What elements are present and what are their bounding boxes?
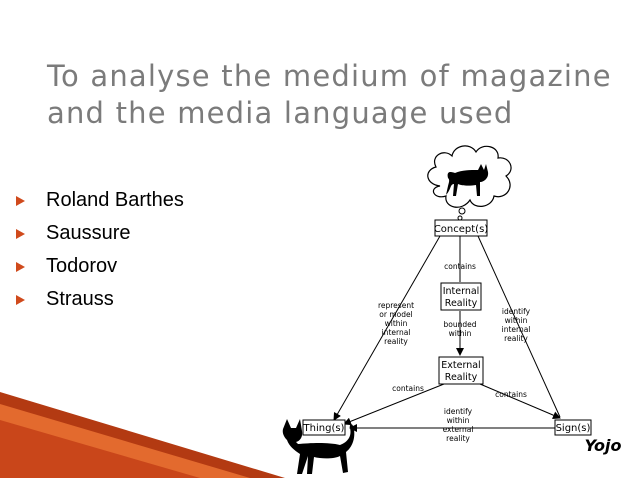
contains-left-label: contains	[392, 384, 424, 393]
internal-reality-box: Internal Reality	[440, 282, 482, 311]
identify-external-line: identify	[444, 407, 473, 416]
identify-internal-line: identify	[502, 307, 531, 316]
identify-internal-line: within	[505, 316, 528, 325]
represent-label-line: reality	[384, 337, 408, 346]
bullet-item: Roland Barthes	[12, 184, 184, 217]
bullet-arrow-icon	[16, 261, 25, 272]
bullet-arrow-icon	[16, 195, 25, 206]
bullet-list: Roland Barthes Saussure Todorov Strauss	[12, 184, 184, 316]
bullet-item: Todorov	[12, 250, 184, 283]
identify-internal-line: reality	[504, 334, 528, 343]
thing-box: Thing(s)	[302, 419, 346, 436]
sign-label: Sign(s)	[556, 423, 591, 434]
bullet-label: Todorov	[46, 255, 118, 277]
bullet-label: Strauss	[46, 288, 114, 310]
bounded-within-line: bounded	[444, 320, 477, 329]
internal-reality-line: Internal	[443, 286, 480, 297]
bullet-item: Strauss	[12, 283, 184, 316]
external-reality-line: Reality	[445, 372, 478, 383]
bullet-label: Roland Barthes	[46, 189, 184, 211]
represent-label-line: represent	[378, 301, 414, 310]
identify-internal-line: internal	[502, 325, 531, 334]
concept-box: Concept(s)	[434, 219, 488, 237]
black-cat-icon	[282, 419, 355, 474]
represent-label-line: internal	[382, 328, 411, 337]
external-reality-box: External Reality	[438, 356, 484, 385]
bullet-item: Saussure	[12, 217, 184, 250]
represent-label-line: or model	[379, 310, 412, 319]
bounded-within-line: within	[449, 329, 472, 338]
contains-right-label: contains	[495, 390, 527, 399]
internal-reality-line: Reality	[445, 298, 478, 309]
represent-label-line: within	[385, 319, 408, 328]
identify-external-line: external	[443, 425, 474, 434]
identify-external-line: within	[447, 416, 470, 425]
sign-box: Sign(s)	[554, 419, 592, 436]
concept-label: Concept(s)	[434, 224, 488, 235]
identify-external-line: reality	[446, 434, 470, 443]
contains-top-label: contains	[444, 262, 476, 271]
bullet-arrow-icon	[16, 228, 25, 239]
external-reality-line: External	[441, 360, 480, 371]
cat-thought-bubble-icon	[427, 145, 512, 221]
signature-text: Yojo	[585, 436, 622, 455]
thing-label: Thing(s)	[303, 423, 345, 434]
bullet-arrow-icon	[16, 294, 25, 305]
slide-title: To analyse the medium of magazine and th…	[47, 59, 612, 130]
bullet-label: Saussure	[46, 222, 131, 244]
